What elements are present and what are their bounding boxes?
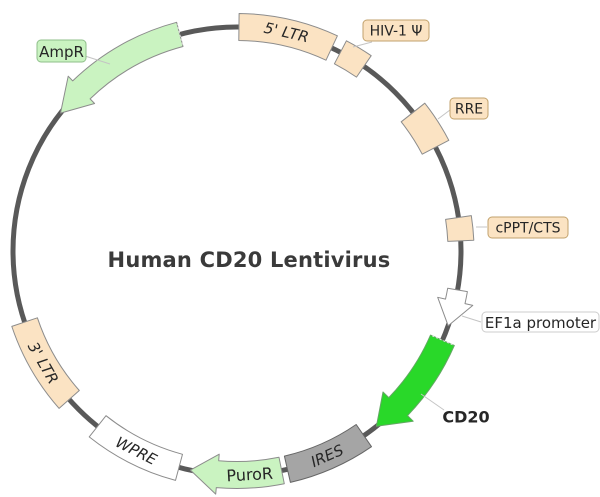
plasmid-title: Human CD20 Lentivirus <box>107 248 391 272</box>
feature-rre-shape <box>400 102 450 155</box>
feature-ef1a-promoter-label: EF1a promoter <box>485 314 597 332</box>
feature-hiv1-psi-label-box <box>362 19 430 42</box>
feature-cd20-label: CD20 <box>442 408 489 427</box>
feature-ampr-shape <box>60 21 184 114</box>
feature-ampr-tail-dotted-line <box>176 24 183 45</box>
feature-cppt-cts-label: cPPT/CTS <box>495 221 560 237</box>
feature-cd20-shape <box>375 334 455 427</box>
feature-rre-label: RRE <box>455 102 483 118</box>
feature-puror-name: PuroR <box>226 464 274 486</box>
feature-ires-shape <box>283 424 372 483</box>
feature-ampr-label-box <box>36 39 87 63</box>
feature-hiv1-psi-shape <box>333 40 372 78</box>
feature-ampr-leader-line <box>84 55 111 65</box>
feature-wpre-shape <box>88 415 183 481</box>
feature-ef1a-promoter-shape <box>437 287 474 327</box>
feature-hiv1-psi-label: HIV-1 Ψ <box>370 24 423 40</box>
feature-cppt-cts-label-box <box>487 216 569 239</box>
feature-rre-leader-line <box>437 109 451 120</box>
feature-cd20-leader-line <box>420 393 445 411</box>
feature-cppt-cts-shape <box>445 215 475 242</box>
feature-rre-label-box <box>449 97 489 120</box>
feature-ef1a-promoter-leader-line <box>461 315 482 323</box>
feature-ampr-label: AmpR <box>39 43 84 61</box>
feature-ef1a-promoter-label-box <box>481 311 600 333</box>
feature-hiv1-psi-leader-line <box>352 41 373 48</box>
feature-3-ltr-shape <box>11 317 80 409</box>
feature-5-ltr-shape <box>238 13 338 61</box>
feature-puror-shape <box>189 453 285 495</box>
